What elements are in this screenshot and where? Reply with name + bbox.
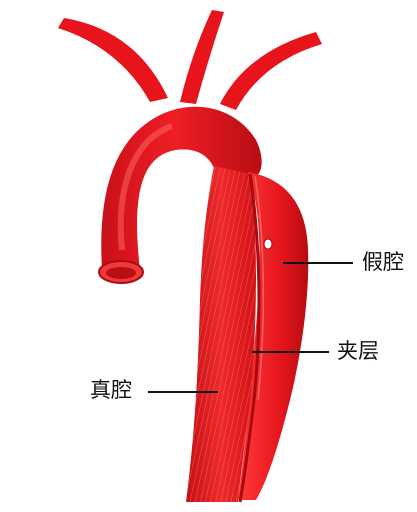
right-branch-vessel (220, 32, 322, 110)
branch-vessels (58, 10, 322, 110)
true-lumen-leader-line (148, 391, 218, 393)
left-branch-vessel (58, 18, 168, 102)
entry-tear (264, 239, 272, 249)
false-lumen-label: 假腔 (362, 252, 404, 273)
true-lumen-label: 真腔 (90, 380, 132, 401)
ascending-aorta-lumen (106, 267, 136, 279)
false-lumen-leader-line (283, 262, 353, 264)
dissection-layer-label: 夹层 (337, 341, 379, 362)
middle-branch-vessel (180, 10, 224, 104)
dissection-layer-leader-line (252, 351, 329, 353)
